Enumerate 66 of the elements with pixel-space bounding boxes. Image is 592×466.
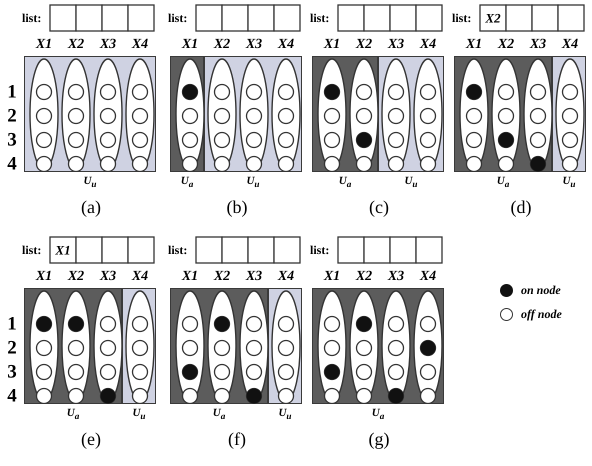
column-header: X1 bbox=[466, 38, 482, 52]
list-label: list: bbox=[310, 12, 330, 24]
row-number: 1 bbox=[7, 314, 17, 334]
list-label: list: bbox=[168, 12, 188, 24]
region-label: U$_{a}$ bbox=[372, 407, 384, 422]
row-number: 2 bbox=[7, 338, 17, 358]
column-header: X2 bbox=[356, 270, 372, 284]
list-label: list: bbox=[22, 12, 42, 24]
list-label: list: bbox=[22, 244, 42, 256]
region-label: U$_{u}$ bbox=[278, 407, 292, 422]
column-header: X3 bbox=[388, 38, 404, 52]
panel-caption: (e) bbox=[81, 430, 101, 448]
column-header: X1 bbox=[182, 38, 198, 52]
row-number: 4 bbox=[7, 154, 17, 174]
legend-label: off node bbox=[521, 306, 562, 321]
panel-caption: (c) bbox=[369, 198, 389, 216]
column-header: X3 bbox=[530, 38, 546, 52]
list-entry: X2 bbox=[485, 12, 501, 24]
column-header: X2 bbox=[498, 38, 514, 52]
region-label: U$_{u}$ bbox=[404, 175, 418, 190]
column-header: X4 bbox=[132, 38, 148, 52]
column-header: X3 bbox=[246, 270, 262, 284]
column-header: X2 bbox=[214, 270, 230, 284]
column-header: X1 bbox=[324, 270, 340, 284]
row-number: 1 bbox=[7, 82, 17, 102]
region-label: U$_{a}$ bbox=[212, 407, 226, 422]
row-number: 3 bbox=[7, 362, 17, 382]
region-label: U$_{a}$ bbox=[496, 175, 510, 190]
column-header: X4 bbox=[420, 38, 436, 52]
region-label: U$_{u}$ bbox=[562, 175, 576, 190]
column-header: X3 bbox=[388, 270, 404, 284]
list-entry: X1 bbox=[55, 244, 71, 256]
column-header: X1 bbox=[182, 270, 198, 284]
panel-caption: (g) bbox=[368, 430, 390, 448]
column-header: X2 bbox=[356, 38, 372, 52]
panel-caption: (f) bbox=[228, 430, 246, 448]
region-label: U$_{u}$ bbox=[83, 175, 97, 190]
column-header: X4 bbox=[278, 270, 294, 284]
row-number: 2 bbox=[7, 106, 17, 126]
column-header: X4 bbox=[278, 38, 294, 52]
region-label: U$_{a}$ bbox=[338, 175, 352, 190]
column-header: X3 bbox=[246, 38, 262, 52]
column-header: X4 bbox=[132, 270, 148, 284]
list-label: list: bbox=[310, 244, 330, 256]
region-label: U$_{a}$ bbox=[180, 175, 194, 190]
row-number: 3 bbox=[7, 130, 17, 150]
row-number: 4 bbox=[7, 386, 17, 406]
column-header: X4 bbox=[562, 38, 578, 52]
column-header: X1 bbox=[36, 270, 52, 284]
column-header: X2 bbox=[68, 270, 84, 284]
legend-label: on node bbox=[521, 282, 561, 297]
column-header: X1 bbox=[324, 38, 340, 52]
column-header: X2 bbox=[214, 38, 230, 52]
panel-caption: (d) bbox=[510, 198, 532, 216]
column-header: X4 bbox=[420, 270, 436, 284]
column-header: X1 bbox=[36, 38, 52, 52]
panel-caption: (b) bbox=[226, 198, 248, 216]
column-header: X3 bbox=[100, 38, 116, 52]
list-label: list: bbox=[168, 244, 188, 256]
column-header: X2 bbox=[68, 38, 84, 52]
region-label: U$_{u}$ bbox=[246, 175, 260, 190]
column-header: X3 bbox=[100, 270, 116, 284]
list-label: list: bbox=[452, 12, 472, 24]
region-label: U$_{a}$ bbox=[66, 407, 80, 422]
region-label: U$_{u}$ bbox=[132, 407, 146, 422]
panel-caption: (a) bbox=[81, 198, 101, 216]
